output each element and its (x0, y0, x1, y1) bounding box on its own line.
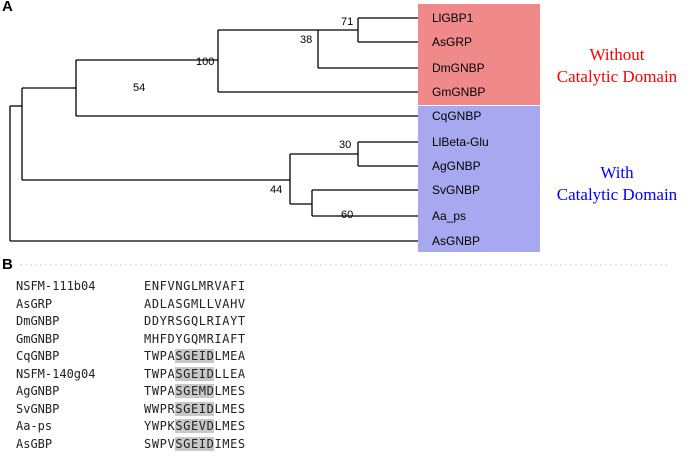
with-domain-label: Catalytic Domain (557, 185, 678, 204)
sequence-suffix: YGQMRIAFT (175, 331, 246, 346)
sequence-prefix: MHFD (144, 331, 176, 346)
leaf-label: DmGNBP (432, 61, 485, 75)
leaf-label: SvGNBP (432, 183, 480, 197)
sequence-suffix: LLEA (214, 366, 246, 381)
sequence-name: AsGRP (16, 296, 53, 311)
conserved-motif: SGEMD (175, 384, 215, 398)
panel-b-label: B (2, 256, 13, 273)
sequence-suffix: LMEA (214, 349, 246, 363)
conserved-motif: SGEVD (175, 419, 215, 433)
sequence-name: AgGNBP (16, 384, 60, 398)
conserved-motif: SGEID (175, 401, 215, 416)
sequence-name: DmGNBP (16, 314, 60, 328)
sequence-residues: SWPVSGEIDIMES (144, 436, 246, 453)
leaf-label: AgGNBP (432, 159, 481, 173)
sequence-residues: ENFVNGLMRVAFI (144, 278, 246, 295)
sequence-suffix: SGMLLVAHV (175, 296, 246, 311)
bootstrap-value: 71 (341, 16, 353, 28)
bootstrap-value: 54 (133, 82, 145, 94)
bootstrap-value: 44 (270, 184, 282, 196)
sequence-name: GmGNBP (16, 331, 60, 346)
sequence-residues: YWPKSGEVDLMES (144, 418, 246, 435)
sequence-prefix: TWPA (144, 349, 176, 363)
sequence-suffix: NGLMRVAFI (175, 279, 246, 293)
bootstrap-value: 100 (196, 56, 214, 68)
sequence-name: SvGNBP (16, 401, 60, 416)
conserved-motif: SGEID (175, 349, 215, 363)
sequence-prefix: WWPR (144, 401, 176, 416)
sequence-residues: TWPASGEMDLMES (144, 383, 246, 400)
sequence-residues: DDYRSGQLRIAYT (144, 313, 246, 330)
sequence-residues: TWPASGEIDLLEA (144, 366, 246, 383)
sequence-suffix: IMES (214, 436, 246, 451)
leaf-label: LlGBP1 (432, 11, 474, 25)
sequence-prefix: DDYR (144, 314, 176, 328)
sequence-suffix: LMES (214, 419, 246, 433)
sequence-suffix: LMES (214, 384, 246, 398)
with-domain-box (418, 106, 540, 252)
without-domain-label: Without (589, 45, 644, 64)
sequence-residues: TWPASGEIDLMEA (144, 348, 246, 365)
without-domain-label: Catalytic Domain (557, 67, 678, 86)
sequence-name: AsGBP (16, 436, 53, 451)
leaf-label: LlBeta-Glu (432, 135, 489, 149)
sequence-prefix: ADLA (144, 296, 176, 311)
panel-a-label: A (2, 0, 13, 15)
conserved-motif: SGEID (175, 366, 215, 381)
leaf-label: CqGNBP (432, 109, 481, 123)
with-domain-label: With (600, 163, 634, 182)
bootstrap-value: 38 (300, 34, 312, 46)
sequence-name: CqGNBP (16, 349, 60, 363)
leaf-label: AsGRP (432, 35, 472, 49)
sequence-prefix: ENFV (144, 279, 176, 293)
phylogenetic-tree: LlGBP1 AsGRP DmGNBP GmGNBP CqGNBP LlBeta… (9, 4, 678, 266)
sequence-residues: WWPRSGEIDLMES (144, 401, 246, 418)
conserved-motif: SGEID (175, 436, 215, 451)
leaf-label: Aa_ps (432, 209, 466, 223)
sequence-suffix: LMES (214, 401, 246, 416)
sequence-name: NSFM-140g04 (16, 366, 96, 381)
sequence-prefix: TWPA (144, 384, 176, 398)
bootstrap-value: 60 (341, 209, 353, 221)
sequence-residues: ADLASGMLLVAHV (144, 296, 246, 313)
sequence-prefix: YWPK (144, 419, 176, 433)
sequence-prefix: SWPV (144, 436, 176, 451)
without-domain-box (418, 4, 540, 105)
sequence-prefix: TWPA (144, 366, 176, 381)
sequence-suffix: SGQLRIAYT (175, 314, 246, 328)
leaf-label: AsGNBP (432, 234, 480, 248)
bootstrap-value: 30 (339, 139, 351, 151)
sequence-name: Aa-ps (16, 419, 53, 433)
sequence-name: NSFM-111b04 (16, 279, 96, 293)
tree-branches (9, 17, 418, 242)
sequence-residues: MHFDYGQMRIAFT (144, 331, 246, 348)
leaf-label: GmGNBP (432, 85, 485, 99)
